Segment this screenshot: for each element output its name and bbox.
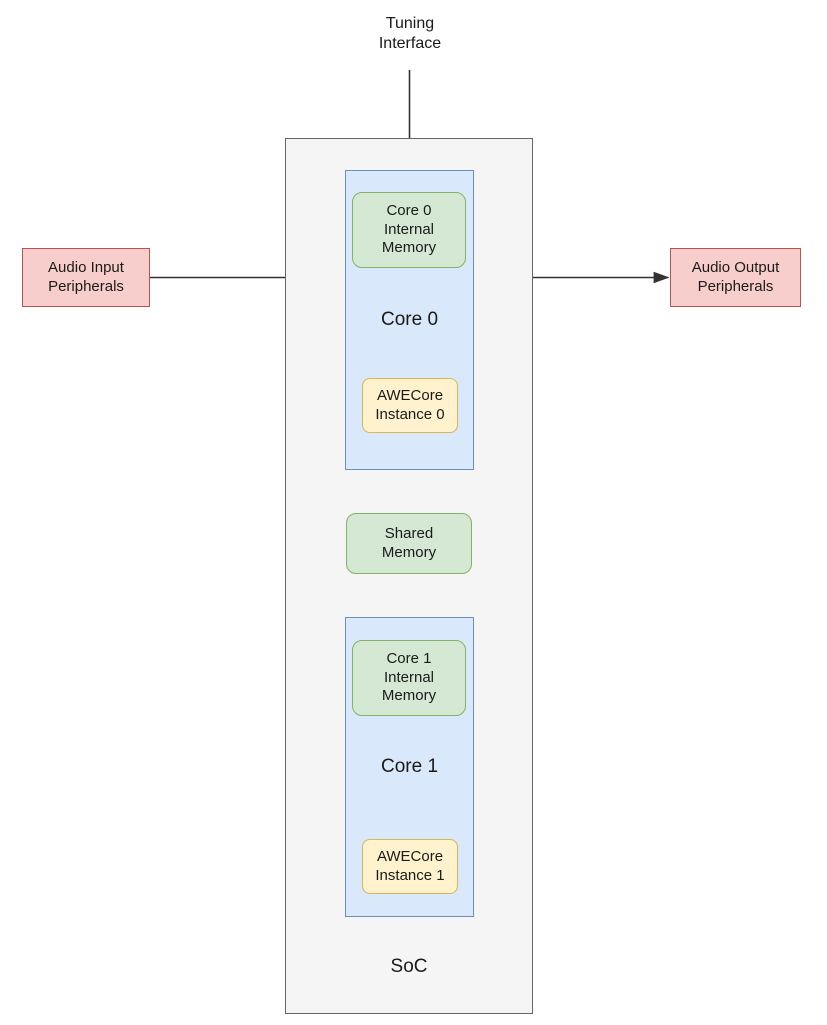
audio-output-peripherals-box: Audio Output Peripherals [670, 248, 801, 307]
tuning-interface-label: Tuning Interface [340, 14, 480, 66]
awecore-instance-1-label: AWECore Instance 1 [375, 847, 445, 884]
soc-label: SoC [390, 956, 428, 978]
core-1-internal-memory-box: Core 1 Internal Memory [352, 640, 466, 716]
core-0-internal-memory-label: Core 0 Internal Memory [381, 201, 437, 257]
audio-input-peripherals-label: Audio Input Peripherals [48, 258, 124, 295]
awecore-instance-0-label: AWECore Instance 0 [375, 386, 445, 423]
shared-memory-label: Shared Memory [381, 524, 437, 561]
awecore-instance-0-box: AWECore Instance 0 [362, 378, 458, 433]
shared-memory-box: Shared Memory [346, 513, 472, 574]
core-1-internal-memory-label: Core 1 Internal Memory [381, 649, 437, 705]
audio-input-peripherals-box: Audio Input Peripherals [22, 248, 150, 307]
core-0-label: Core 0 [380, 309, 439, 331]
tuning-interface-text: Tuning Interface [378, 15, 442, 52]
awecore-instance-1-box: AWECore Instance 1 [362, 839, 458, 894]
core-1-label: Core 1 [380, 756, 439, 778]
core-0-internal-memory-box: Core 0 Internal Memory [352, 192, 466, 268]
audio-output-peripherals-label: Audio Output Peripherals [691, 258, 780, 295]
